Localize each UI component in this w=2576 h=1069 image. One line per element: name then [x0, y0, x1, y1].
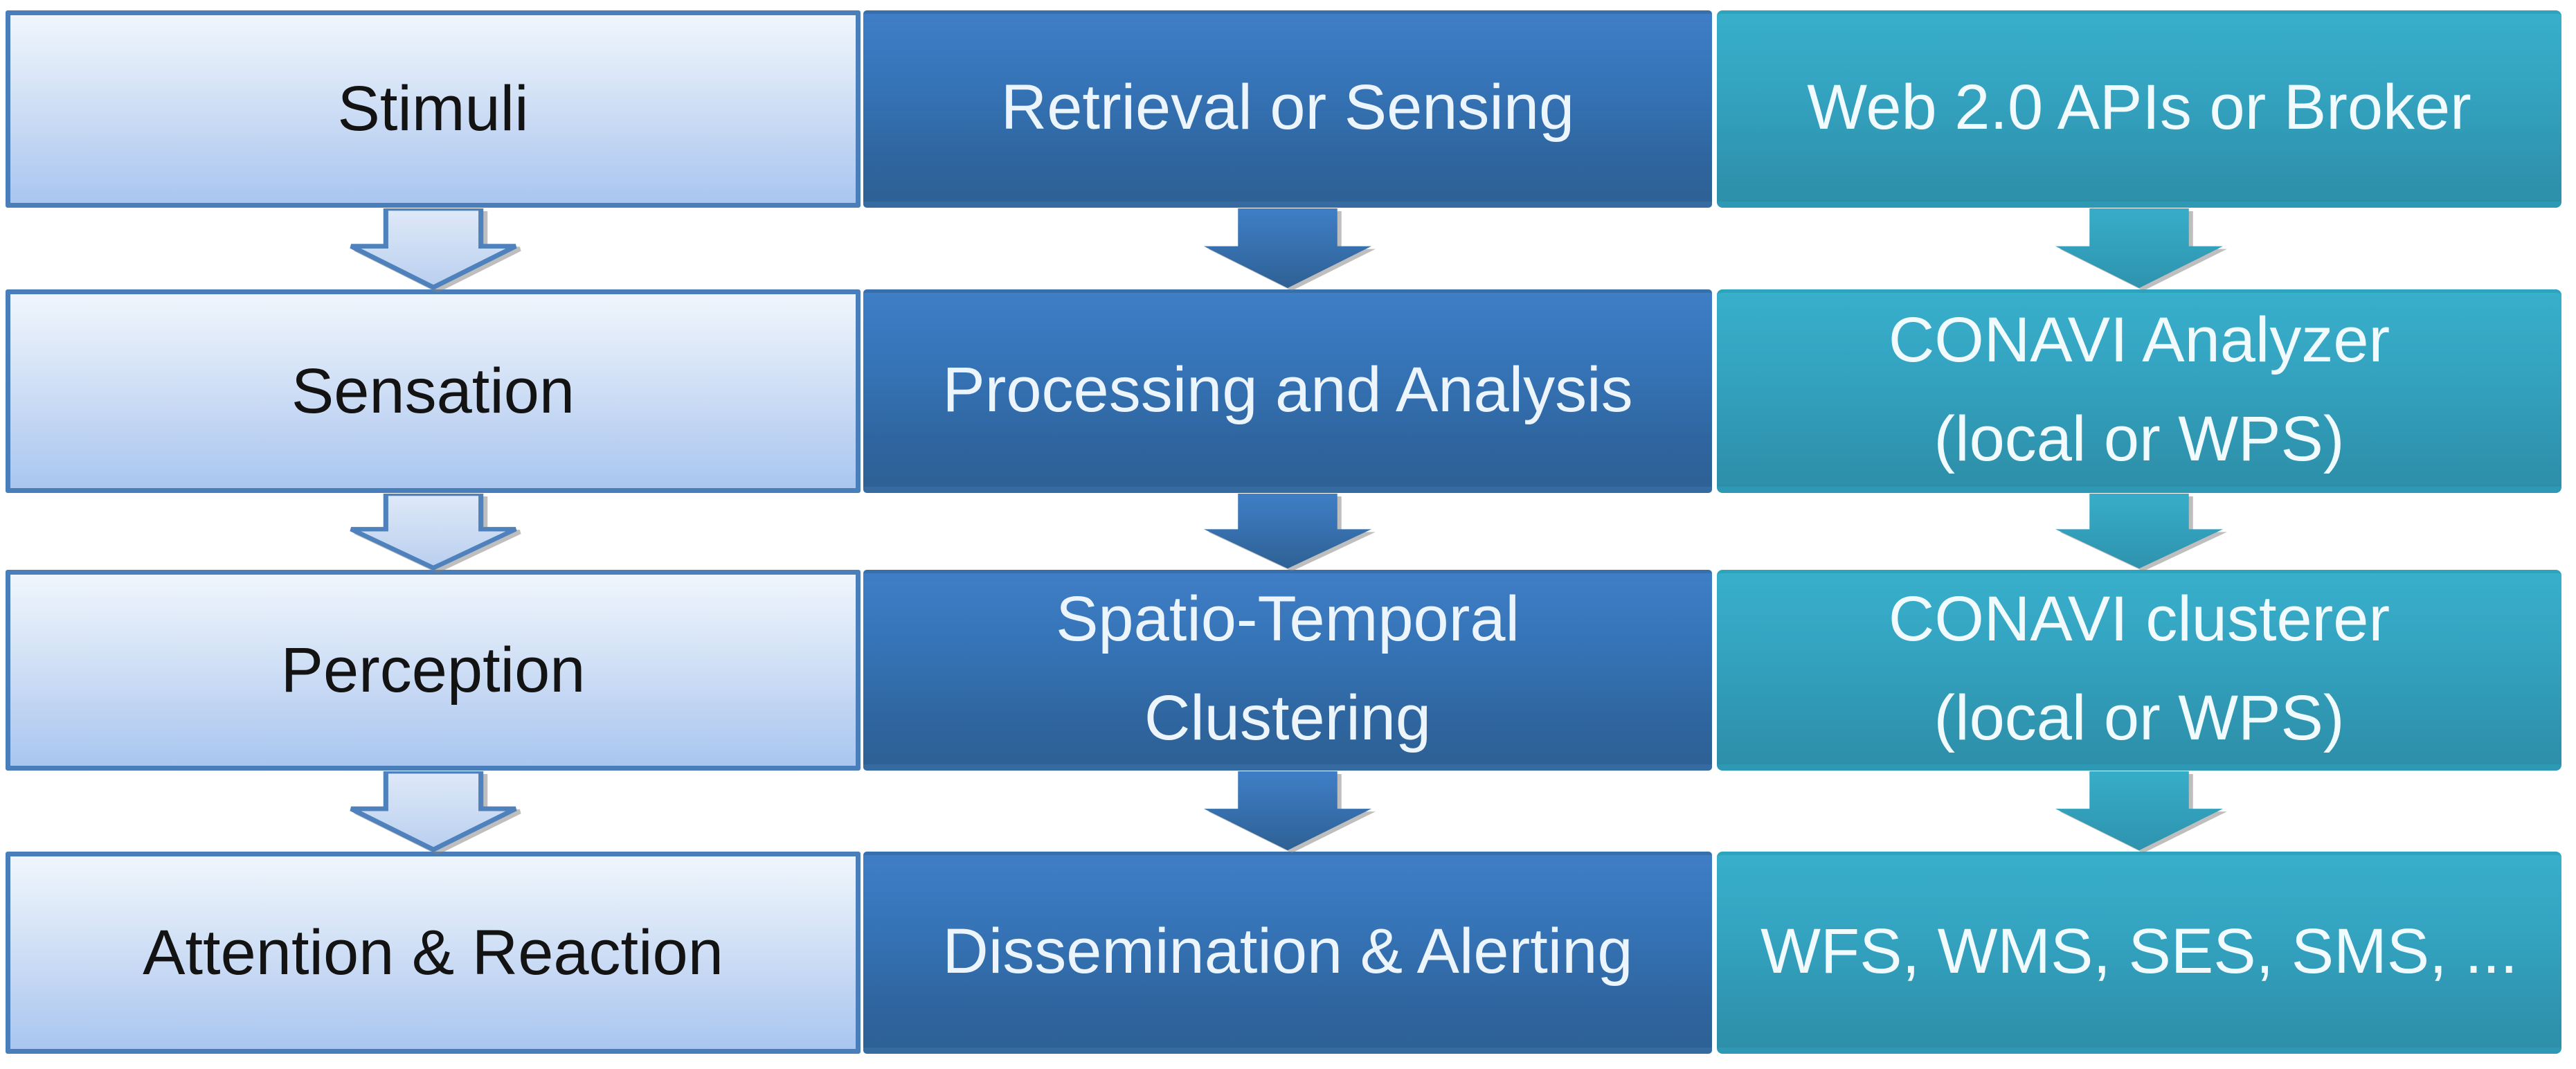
down-arrow-icon: [349, 494, 517, 570]
down-arrow-icon: [2055, 771, 2223, 851]
down-arrow-icon: [1204, 208, 1371, 289]
box-conavi-clusterer: CONAVI clusterer (local or WPS): [1717, 570, 2561, 771]
box-perception: Perception: [6, 570, 861, 771]
box-conavi-analyzer: CONAVI Analyzer (local or WPS): [1717, 289, 2561, 493]
column-perception-stages: Stimuli Sensation Perception Attention &…: [6, 0, 861, 1069]
down-arrow-icon: [1204, 771, 1371, 851]
column-processing-steps: Retrieval or Sensing Processing and Anal…: [863, 0, 1712, 1069]
column-service-technologies: Web 2.0 APIs or Broker CONAVI Analyzer (…: [1717, 0, 2561, 1069]
down-arrow-icon: [1204, 494, 1371, 569]
down-arrow-icon: [349, 208, 517, 289]
box-sensation: Sensation: [6, 289, 861, 493]
box-dissemination-alerting: Dissemination & Alerting: [863, 852, 1712, 1054]
box-attention-reaction: Attention & Reaction: [6, 852, 861, 1054]
box-processing-and-analysis: Processing and Analysis: [863, 289, 1712, 493]
box-output-services: WFS, WMS, SES, SMS, ...: [1717, 852, 2561, 1054]
down-arrow-icon: [349, 771, 517, 852]
box-retrieval-or-sensing: Retrieval or Sensing: [863, 10, 1712, 208]
box-stimuli: Stimuli: [6, 10, 861, 208]
box-web20-apis-or-broker: Web 2.0 APIs or Broker: [1717, 10, 2561, 208]
down-arrow-icon: [2055, 494, 2223, 569]
down-arrow-icon: [2055, 208, 2223, 289]
box-spatio-temporal-clustering: Spatio-Temporal Clustering: [863, 570, 1712, 771]
